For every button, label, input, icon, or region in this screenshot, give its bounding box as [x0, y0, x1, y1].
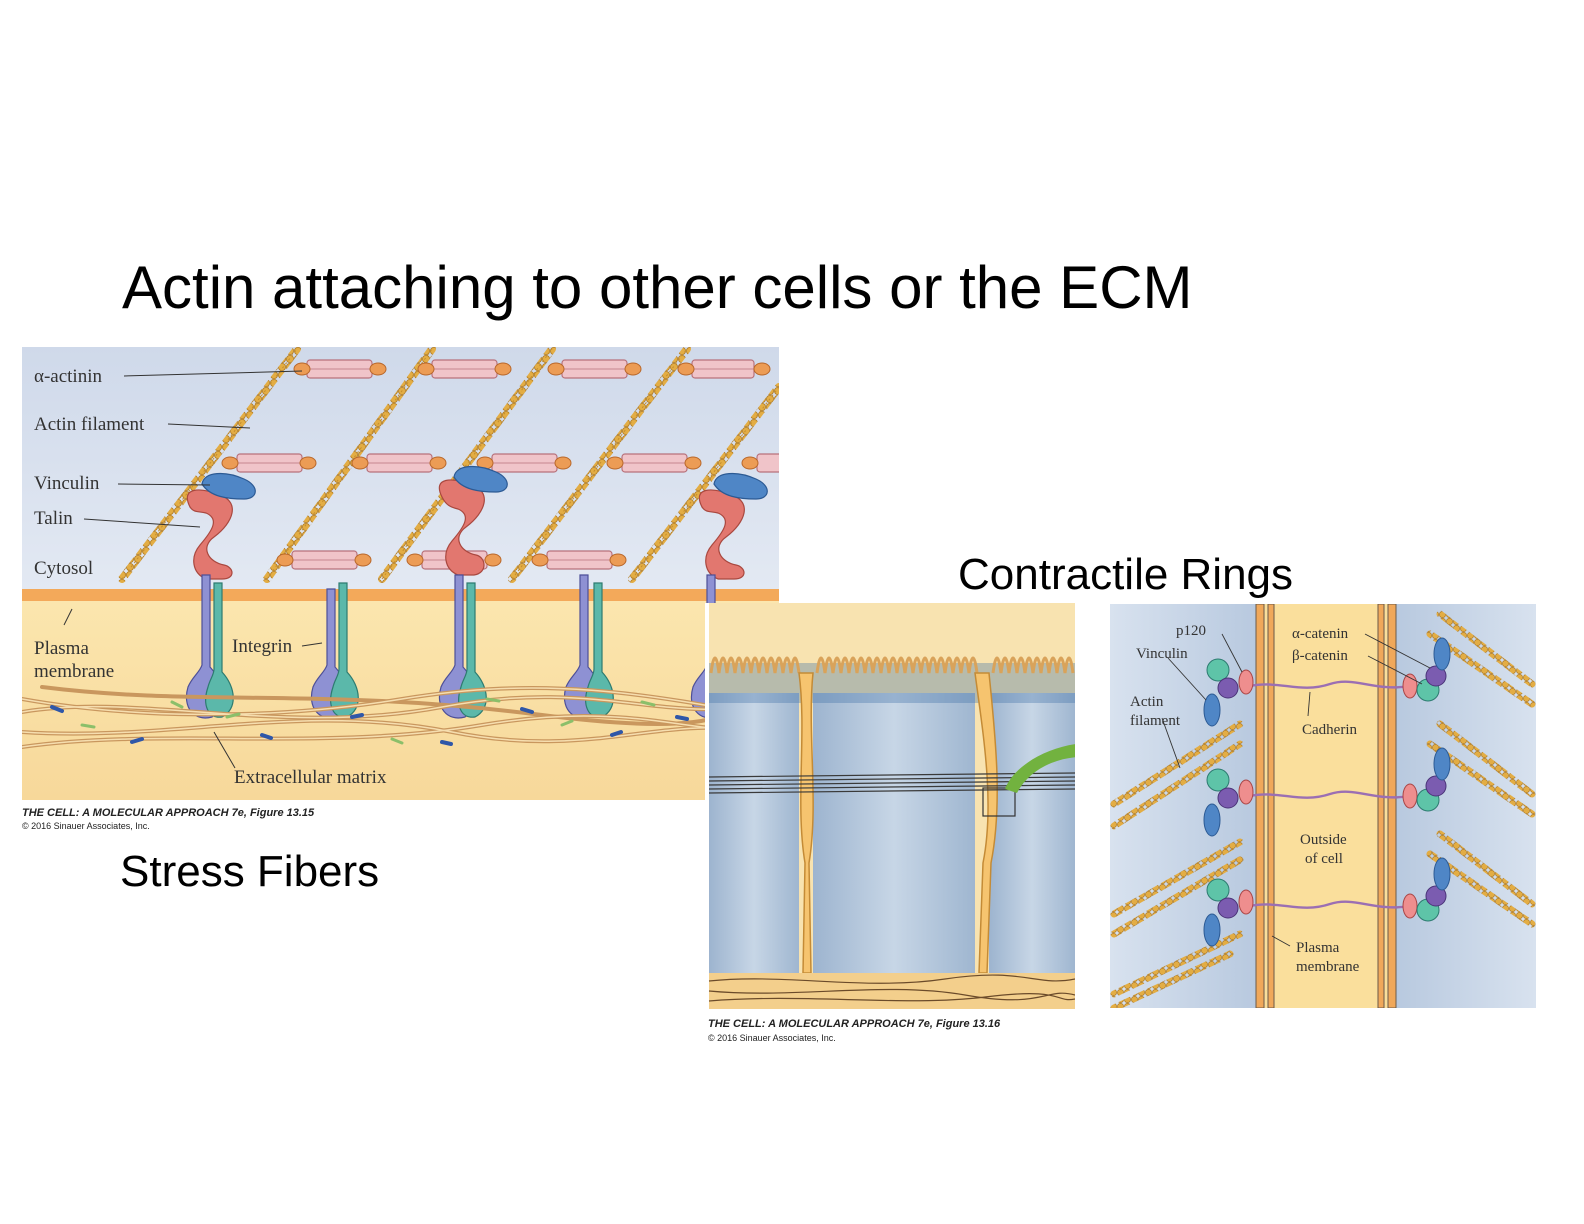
- label-filament: filament: [1130, 713, 1181, 729]
- adherens-belt-overview: [705, 603, 1075, 1009]
- figure-13-16-copyright: © 2016 Sinauer Associates, Inc.: [708, 1033, 836, 1043]
- label-membrane: membrane: [34, 661, 114, 682]
- label-actin: Actin: [1130, 694, 1164, 710]
- figure-13-15-copyright: © 2016 Sinauer Associates, Inc.: [22, 821, 150, 831]
- label-outside: Outside: [1300, 832, 1347, 848]
- talin-vinculin-complexes: [186, 466, 768, 580]
- actin-filaments-left: [1110, 720, 1244, 1008]
- stress-fiber-diagram: α-actinin Actin filament Vinculin Talin …: [22, 347, 779, 800]
- label-cytosol: Cytosol: [34, 558, 93, 579]
- label-of-cell: of cell: [1305, 851, 1343, 867]
- epithelium-diagram: [705, 603, 1075, 1009]
- label-actin-filament: Actin filament: [34, 414, 145, 435]
- cadherins: [1249, 680, 1411, 909]
- catenin-complexes-left: [1203, 658, 1254, 947]
- junction-leader-lines: [1161, 633, 1431, 947]
- adherens-junction-detail: p120 Vinculin Actin filament α-catenin β…: [1110, 604, 1536, 1008]
- figure-13-15-credit: THE CELL: A MOLECULAR APPROACH 7e, Figur…: [22, 807, 315, 819]
- label-cadherin: Cadherin: [1302, 722, 1357, 738]
- stress-fiber-figure: α-actinin Actin filament Vinculin Talin …: [22, 347, 779, 800]
- alpha-actinin-rods: [221, 359, 779, 570]
- label-integrin: Integrin: [232, 636, 293, 657]
- figure-13-16-credit: THE CELL: A MOLECULAR APPROACH 7e, Figur…: [708, 1018, 1001, 1030]
- label-vinculin-junction: Vinculin: [1136, 646, 1188, 662]
- extracellular-matrix: [22, 685, 779, 749]
- microvilli: [709, 656, 1075, 674]
- label-beta-catenin: β-catenin: [1292, 648, 1348, 664]
- label-alpha-catenin: α-catenin: [1292, 626, 1349, 642]
- zoom-arrow: [1005, 744, 1075, 793]
- figure-labels: α-actinin Actin filament Vinculin Talin …: [34, 366, 387, 788]
- label-plasma-junction: Plasma: [1296, 940, 1340, 956]
- zoom-box: [982, 787, 1016, 817]
- label-talin: Talin: [34, 508, 73, 529]
- junction-labels: p120 Vinculin Actin filament α-catenin β…: [1130, 623, 1360, 975]
- label-vinculin: Vinculin: [34, 473, 100, 494]
- label-plasma: Plasma: [34, 638, 89, 659]
- caption-contractile-rings: Contractile Rings: [958, 550, 1294, 599]
- leader-lines: [63, 370, 323, 769]
- label-membrane-junction: membrane: [1296, 959, 1360, 975]
- label-alpha-actinin: α-actinin: [34, 366, 102, 387]
- label-extracellular-matrix: Extracellular matrix: [234, 767, 387, 788]
- label-p120: p120: [1176, 623, 1206, 639]
- junction-diagram: p120 Vinculin Actin filament α-catenin β…: [1110, 604, 1536, 1008]
- catenin-complexes-right: [1402, 637, 1451, 922]
- slide-title: Actin attaching to other cells or the EC…: [122, 254, 1193, 321]
- integrins: [185, 574, 728, 719]
- caption-stress-fibers: Stress Fibers: [120, 847, 380, 896]
